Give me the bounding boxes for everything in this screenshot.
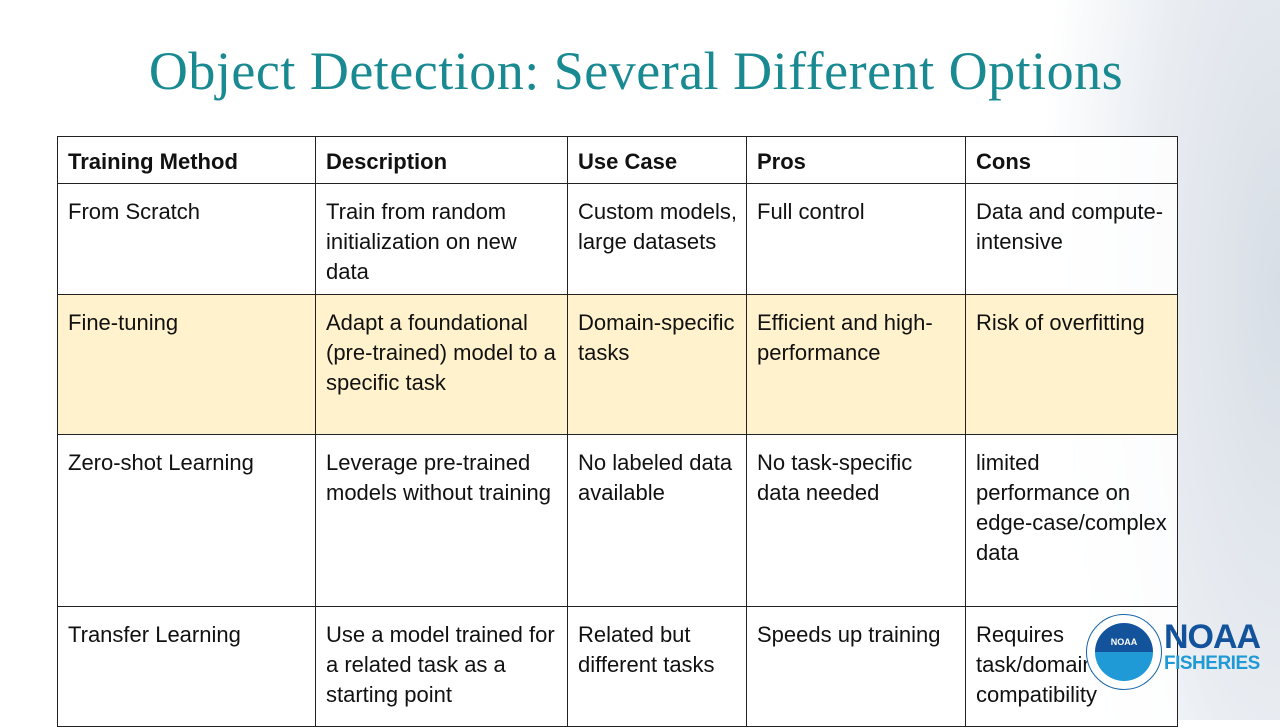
table-cell: Related but different tasks [567,606,747,727]
table-cell: Use a model trained for a related task a… [315,606,568,727]
table-cell: From Scratch [57,183,316,295]
table-cell: Transfer Learning [57,606,316,727]
header-cell: Cons [965,136,1178,184]
table-header-row: Training Method Description Use Case Pro… [57,136,1178,184]
logo-name: NOAA [1164,618,1261,656]
header-cell: Use Case [567,136,747,184]
table-cell: Efficient and high-performance [746,294,966,435]
table-row-highlighted: Fine-tuning Adapt a foundational (pre-tr… [57,294,1178,435]
table-cell: Data and compute-intensive [965,183,1178,295]
table-cell: Risk of overfitting [965,294,1178,435]
table-cell: Zero-shot Learning [57,434,316,607]
table-cell: Speeds up training [746,606,966,727]
table-row: Transfer Learning Use a model trained fo… [57,606,1178,727]
table-cell: No task-specific data needed [746,434,966,607]
options-table: Training Method Description Use Case Pro… [57,136,1178,727]
seal-text: NOAA [1110,637,1138,647]
table-cell: limited performance on edge-case/complex… [965,434,1178,607]
slide-title: Object Detection: Several Different Opti… [148,41,1124,101]
table-cell: Train from random initialization on new … [315,183,568,295]
header-cell: Description [315,136,568,184]
table-cell: Adapt a foundational (pre-trained) model… [315,294,568,435]
table-cell: Custom models, large datasets [567,183,747,295]
table-cell: Full control [746,183,966,295]
table-row: From Scratch Train from random initializ… [57,183,1178,295]
table-cell: Fine-tuning [57,294,316,435]
table-cell: No labeled data available [567,434,747,607]
logo-subtitle: FISHERIES [1164,653,1260,674]
table-cell: Domain-specific tasks [567,294,747,435]
table-row: Zero-shot Learning Leverage pre-trained … [57,434,1178,607]
header-cell: Training Method [57,136,316,184]
noaa-seal-icon: NOAA [1086,614,1162,690]
header-cell: Pros [746,136,966,184]
noaa-fisheries-logo: NOAA NOAA FISHERIES [1086,612,1266,692]
table-cell: Leverage pre-trained models without trai… [315,434,568,607]
